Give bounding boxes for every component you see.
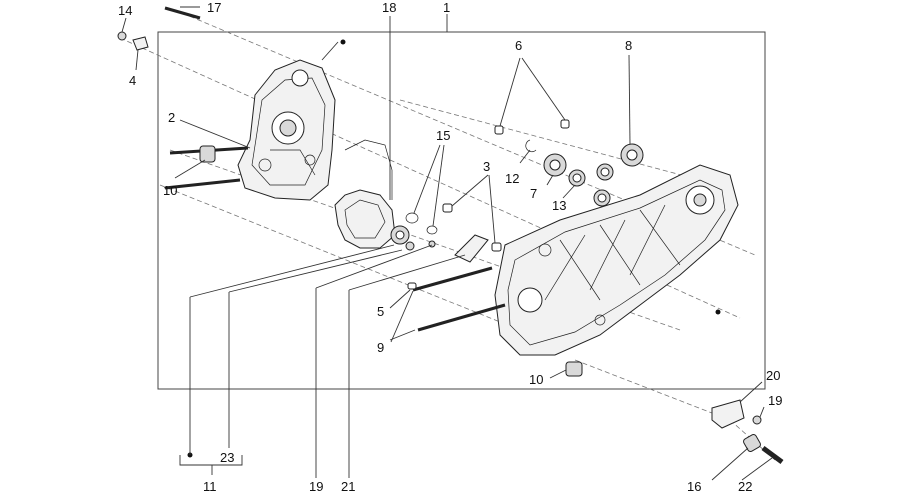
right-crankcase-half	[494, 164, 739, 356]
callout-16: 16	[687, 479, 701, 494]
callout-1: 1	[443, 0, 450, 15]
left-crankcase-half	[237, 59, 336, 201]
callout-19-bottom: 19	[309, 479, 323, 494]
seal-and-o-rings	[390, 212, 438, 251]
bearings	[543, 143, 644, 207]
bottom-bush	[565, 361, 583, 377]
callout-15: 15	[436, 128, 450, 143]
callout-14: 14	[118, 3, 132, 18]
callout-3: 3	[483, 159, 490, 174]
callout-labels: 1 2 3 4 5 6 7 8 9 10 10 11 12 13 14 15 1…	[118, 0, 782, 494]
centering-dowels	[442, 203, 502, 252]
assembly-frame	[157, 31, 766, 390]
callout-2: 2	[168, 110, 175, 125]
callout-12: 12	[505, 171, 519, 186]
callout-7: 7	[530, 186, 537, 201]
callout-5: 5	[377, 304, 384, 319]
callout-11: 11	[203, 479, 217, 494]
callout-17: 17	[207, 0, 221, 15]
bracket-plate	[454, 234, 489, 263]
bottom-right-parts	[711, 399, 784, 465]
callout-10-left: 10	[163, 183, 177, 198]
callout-9: 9	[377, 340, 384, 355]
top-left-fasteners	[117, 6, 201, 51]
callout-23: 23	[220, 450, 234, 465]
leader-lines	[121, 6, 773, 481]
callout-21: 21	[341, 479, 355, 494]
gasket	[334, 139, 396, 249]
callout-4: 4	[129, 73, 136, 88]
circlip	[525, 139, 537, 153]
callout-19-right: 19	[768, 393, 782, 408]
callout-13: 13	[552, 198, 566, 213]
callout-22: 22	[738, 479, 752, 494]
callout-18: 18	[382, 0, 396, 15]
dowel-pins	[494, 119, 570, 135]
callout-20: 20	[766, 368, 780, 383]
long-studs	[407, 266, 506, 332]
callout-6: 6	[515, 38, 522, 53]
callout-8: 8	[625, 38, 632, 53]
left-studs	[164, 145, 249, 190]
callout-10-bottom: 10	[529, 372, 543, 387]
